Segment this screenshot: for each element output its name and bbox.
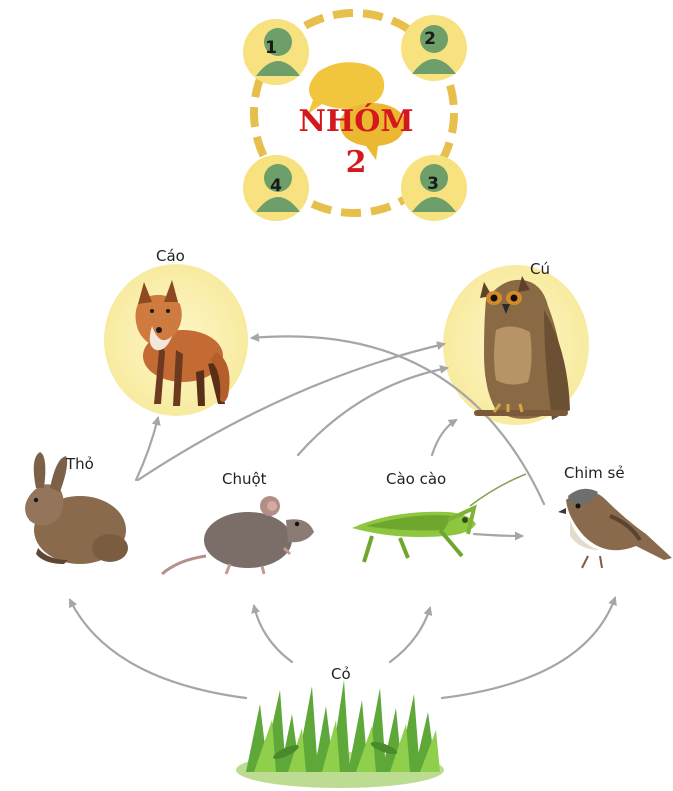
member-icon-3: 3: [401, 155, 467, 221]
label-grasshopper: Cào cào: [386, 470, 446, 488]
label-grass: Cỏ: [331, 665, 351, 683]
member-number-1: 1: [265, 38, 277, 58]
group-number: 2: [346, 145, 367, 180]
arrow-grass-to-mouse: [254, 606, 292, 662]
member-number-4: 4: [270, 176, 282, 196]
member-icon-1: 1: [243, 19, 309, 85]
label-mouse: Chuột: [222, 470, 267, 488]
arrow-grass-to-grasshopper: [390, 608, 430, 662]
group-badge: NHÓM 2 1 2 4 3: [243, 13, 467, 221]
arrow-grass-to-rabbit: [70, 600, 246, 698]
arrow-grass-to-sparrow: [442, 598, 615, 698]
arrow-rabbit-to-fox: [136, 418, 158, 480]
arrow-mouse-to-owl: [298, 368, 447, 455]
label-sparrow: Chim sẻ: [564, 464, 625, 482]
member-icon-2: 2: [401, 15, 467, 81]
grass-illustration: [236, 680, 444, 788]
arrow-grasshopper-to-owl: [432, 420, 456, 455]
label-rabbit: Thỏ: [66, 455, 94, 473]
member-number-3: 3: [427, 174, 439, 194]
sparrow-illustration: [558, 489, 672, 568]
member-icon-4: 4: [243, 155, 309, 221]
label-owl: Cú: [530, 260, 550, 278]
label-fox: Cáo: [156, 247, 185, 265]
arrow-grasshopper-to-sparrow: [474, 534, 522, 536]
member-number-2: 2: [424, 29, 436, 49]
group-title: NHÓM: [298, 103, 413, 139]
mouse-illustration: [162, 496, 314, 574]
